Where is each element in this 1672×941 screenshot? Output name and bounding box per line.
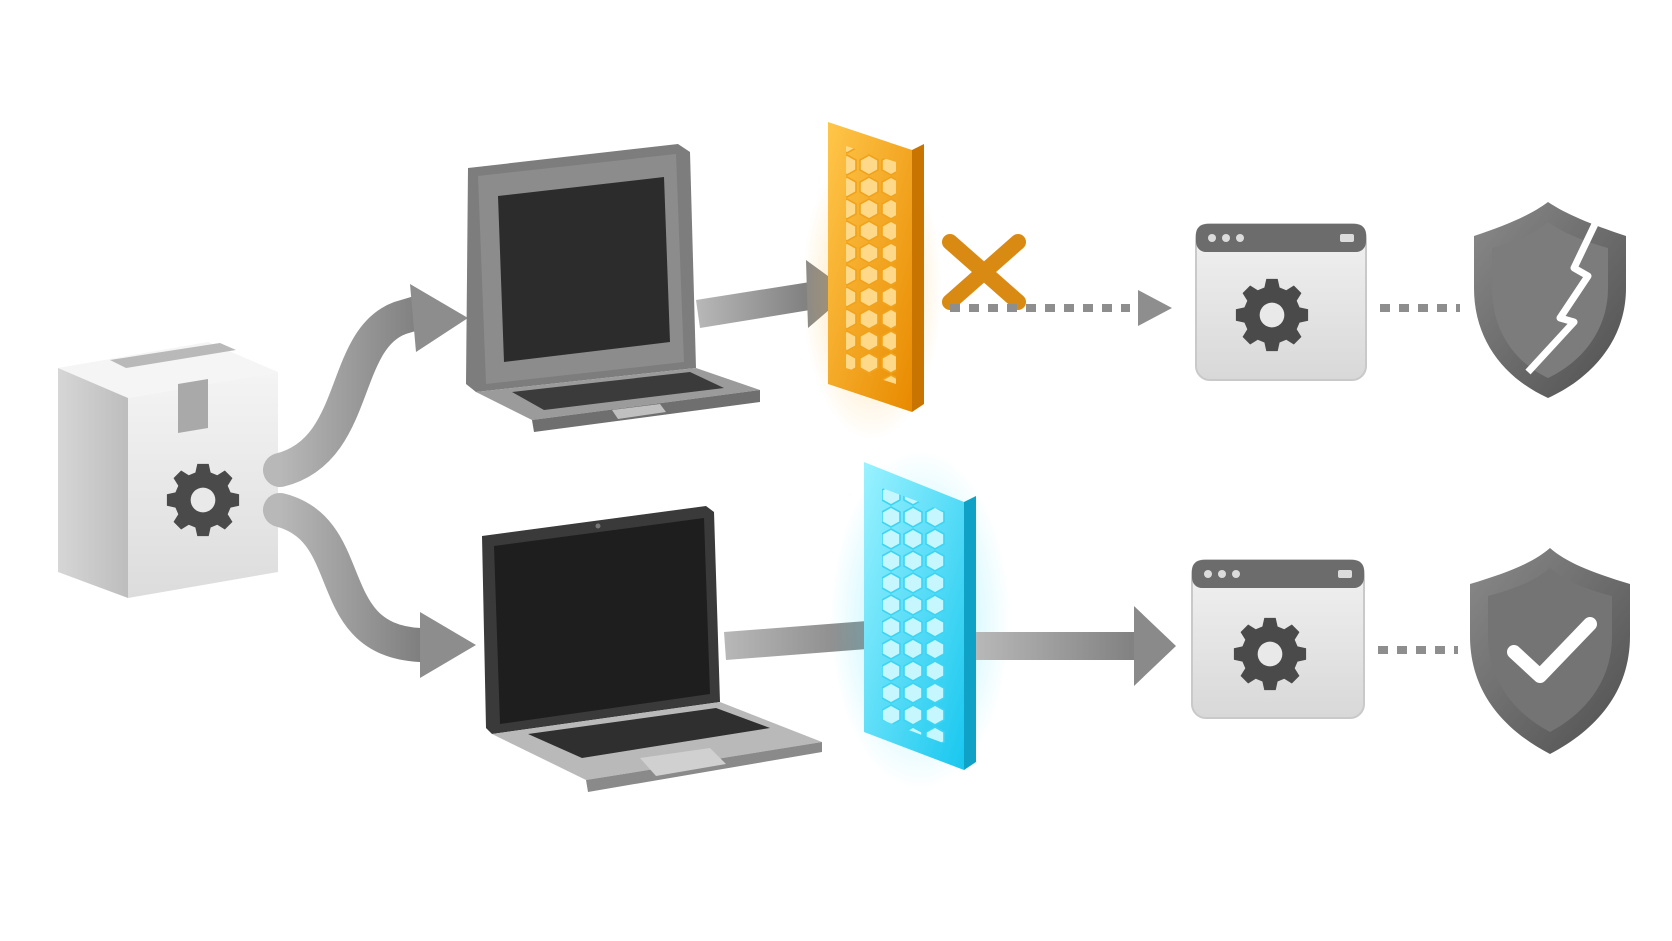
blocked-x-icon	[942, 234, 1026, 310]
package-gear-icon-gear	[166, 463, 240, 537]
gear-icon	[1233, 617, 1307, 691]
app-window-gear-icon-bottom	[1191, 559, 1365, 719]
pass-arrow-icon	[976, 606, 1176, 686]
check-shield-icon	[1470, 548, 1630, 754]
cyan-mesh-filter-icon	[830, 450, 1010, 790]
package-gear-icon	[58, 342, 278, 598]
app-window-gear-icon-top	[1195, 223, 1367, 381]
modern-laptop-icon	[482, 506, 822, 792]
dotted-link-top	[950, 290, 1172, 326]
orange-mesh-filter-icon	[802, 122, 942, 440]
branch-arrow-bottom	[263, 493, 476, 678]
broken-shield-icon	[1474, 202, 1626, 398]
gear-icon	[1235, 278, 1309, 352]
branch-arrow-top	[263, 284, 468, 487]
legacy-laptop-icon	[466, 144, 760, 432]
